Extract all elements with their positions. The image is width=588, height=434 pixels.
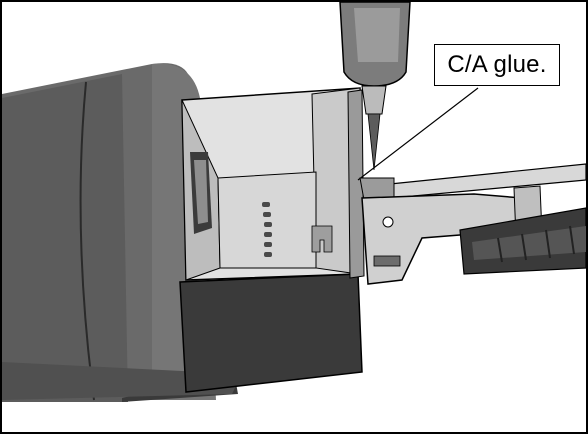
screwdriver-icon xyxy=(359,163,586,201)
glue-bottle-icon xyxy=(339,2,411,171)
open-box xyxy=(179,87,365,393)
callout-leader-line xyxy=(357,87,479,181)
callout-label: C/A glue. xyxy=(434,44,560,86)
tail-servo-tray-icon xyxy=(459,207,586,275)
